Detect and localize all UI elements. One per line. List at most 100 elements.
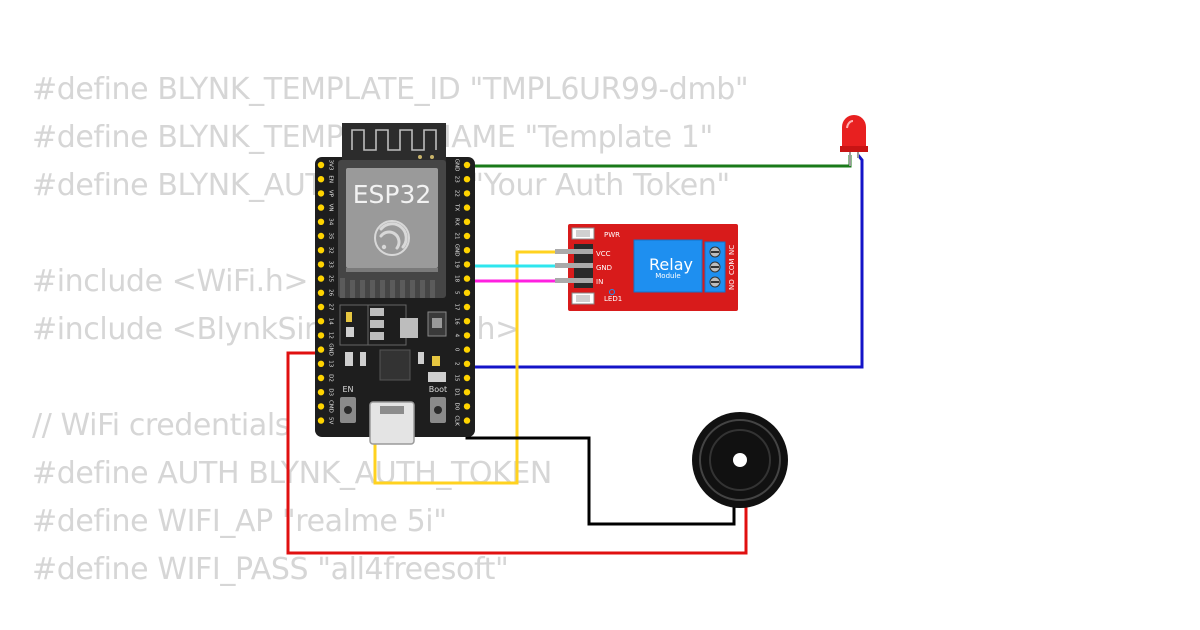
- wire-buzzer-gnd[interactable]: [465, 430, 736, 526]
- left-header-pin[interactable]: [317, 289, 325, 296]
- relay-led-label: LED1: [604, 295, 622, 303]
- esp32-label: ESP32: [353, 180, 432, 209]
- right-header-pin[interactable]: [463, 403, 471, 410]
- wire-led-to-esp32-pin2[interactable]: [467, 154, 864, 369]
- left-header-pin[interactable]: [317, 346, 325, 353]
- relay-pin-vcc: VCC: [596, 250, 611, 258]
- relay-cube: [633, 239, 703, 293]
- en-button-label: EN: [342, 385, 353, 394]
- right-header-pin[interactable]: [463, 275, 471, 282]
- right-header-pin[interactable]: [463, 232, 471, 240]
- left-pin-label: 34: [328, 218, 334, 225]
- left-pin-label: D3: [328, 388, 334, 396]
- left-pin-label: 33: [328, 261, 334, 268]
- right-header-pin[interactable]: [463, 176, 471, 183]
- right-pin-label: 0: [454, 348, 460, 352]
- relay-pwr-label: PWR: [604, 231, 620, 239]
- left-header-pin[interactable]: [317, 374, 325, 382]
- right-header-pin[interactable]: [463, 190, 471, 197]
- right-header-pin[interactable]: [463, 346, 471, 353]
- left-header-pin[interactable]: [317, 261, 325, 268]
- right-header-pin[interactable]: [463, 204, 471, 211]
- right-header-pin[interactable]: [463, 360, 471, 367]
- relay-subtitle: Module: [655, 272, 680, 280]
- right-pin-label: D0: [454, 403, 460, 411]
- left-header-pin[interactable]: [317, 389, 325, 396]
- right-header-pin[interactable]: [463, 161, 471, 169]
- right-header-pin[interactable]: [463, 289, 471, 296]
- relay-terminal-no: NO: [728, 279, 736, 290]
- left-header-pin[interactable]: [317, 332, 325, 339]
- left-header-pin[interactable]: [317, 403, 325, 410]
- right-pin-label: 16: [454, 318, 460, 325]
- right-pin-label: RX: [454, 218, 460, 226]
- left-pin-label: 12: [328, 332, 334, 339]
- esp32-board[interactable]: ESP32 EN Boot: [315, 123, 475, 445]
- wire-esp32-gnd-to-led[interactable]: [465, 155, 852, 168]
- right-pin-label: CLK: [454, 415, 460, 426]
- right-pin-label: 15: [454, 375, 460, 382]
- right-pin-label: 5: [454, 291, 460, 295]
- left-pin-label: 5V: [328, 417, 334, 424]
- relay-pin-gnd: GND: [596, 264, 612, 272]
- left-header-pin[interactable]: [317, 161, 325, 169]
- right-pin-label: GND: [454, 159, 460, 172]
- right-pin-label: TX: [454, 203, 460, 211]
- left-pin-label: 3V3: [328, 160, 334, 171]
- right-pin-label: 19: [454, 261, 460, 268]
- right-header-pin[interactable]: [463, 417, 471, 424]
- left-pin-label: 32: [328, 247, 334, 254]
- espressif-logo-icon: [374, 220, 410, 256]
- left-header-pin[interactable]: [317, 232, 325, 240]
- left-pin-label: VN: [328, 204, 334, 212]
- left-pin-label: 26: [328, 289, 334, 296]
- wire-buzzer-signal[interactable]: [286, 351, 748, 555]
- right-pin-label: 23: [454, 176, 460, 183]
- wire-relay-vcc[interactable]: [373, 250, 574, 485]
- left-pin-label: 14: [328, 318, 334, 325]
- left-header-pin[interactable]: [317, 218, 325, 225]
- left-pin-label: 35: [328, 233, 334, 240]
- right-pin-label: 22: [454, 190, 460, 197]
- boot-button-label: Boot: [429, 385, 447, 394]
- left-pin-label: 13: [328, 360, 334, 367]
- right-pin-label: D1: [454, 388, 460, 396]
- code-line: #define AUTH BLYNK_AUTH_TOKEN: [32, 456, 552, 491]
- right-header-pin[interactable]: [463, 218, 471, 225]
- code-line: // WiFi credentials: [32, 408, 291, 443]
- left-pin-label: EN: [328, 175, 334, 183]
- code-line: #define BLYNK_TEMPLATE_ID "TMPL6UR99-dmb…: [32, 72, 749, 107]
- left-header-pin[interactable]: [317, 204, 325, 211]
- left-header-pin[interactable]: [317, 275, 325, 282]
- left-header-pin[interactable]: [317, 318, 325, 325]
- left-header-pin[interactable]: [317, 360, 325, 367]
- right-header-pin[interactable]: [463, 374, 471, 382]
- relay-title: Relay: [649, 255, 693, 274]
- right-pin-label: 2: [454, 362, 460, 366]
- relay-terminal-com: COM: [728, 259, 736, 275]
- relay-pin-in: IN: [596, 278, 603, 286]
- right-header-pin[interactable]: [463, 389, 471, 396]
- red-led[interactable]: [840, 115, 868, 166]
- esp32-pin-headers: 3V3ENVPVN343532332526271412GND13D2D3CMD5…: [317, 159, 471, 426]
- right-pin-label: 17: [454, 304, 460, 311]
- left-header-pin[interactable]: [317, 190, 325, 197]
- right-header-pin[interactable]: [463, 261, 471, 268]
- code-line: #define WIFI_PASS "all4freesoft": [32, 552, 509, 587]
- relay-module[interactable]: PWR LED1 VCC GND IN Relay Module NO COM …: [555, 224, 738, 311]
- left-header-pin[interactable]: [317, 417, 325, 424]
- right-header-pin[interactable]: [463, 318, 471, 325]
- left-pin-label: GND: [328, 343, 334, 356]
- left-header-pin[interactable]: [317, 176, 325, 183]
- right-header-pin[interactable]: [463, 247, 471, 254]
- right-header-pin[interactable]: [463, 303, 471, 311]
- left-pin-label: 25: [328, 275, 334, 282]
- right-pin-label: 4: [454, 334, 460, 338]
- left-header-pin[interactable]: [317, 247, 325, 254]
- right-header-pin[interactable]: [463, 332, 471, 339]
- left-header-pin[interactable]: [317, 303, 325, 311]
- wire-relay-in[interactable]: [465, 279, 574, 296]
- code-line: #include <WiFi.h>: [32, 264, 309, 299]
- piezo-buzzer[interactable]: [692, 412, 788, 508]
